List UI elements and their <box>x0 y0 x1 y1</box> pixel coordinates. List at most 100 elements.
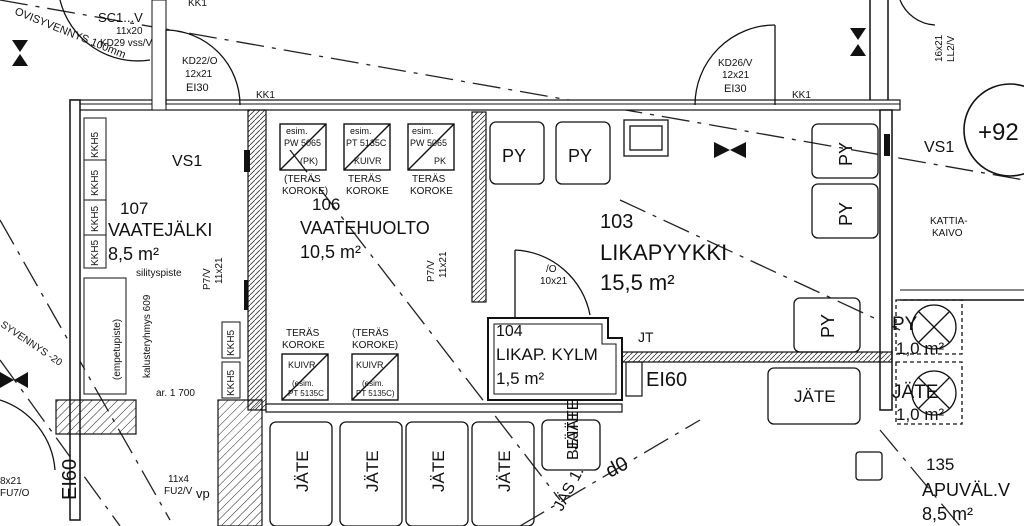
cart-labels: PY PY PY PY PY JÄTE JÄTE JÄTE JÄTE JÄTE … <box>293 142 856 492</box>
room-104-walls <box>487 317 643 401</box>
jate-label-4: JÄTE <box>495 450 514 492</box>
room-107-name: VAATEJÄLKI <box>108 220 212 240</box>
door-kd22-size: 12x21 <box>185 69 213 80</box>
m5-a: (TERÄS <box>352 327 389 339</box>
room-133-area: 1,0 m² <box>896 339 945 358</box>
door-top-right-size: 16x21 <box>934 34 945 62</box>
door-o10-size: 10x21 <box>540 276 568 287</box>
m2-d: TERÄS <box>348 173 382 185</box>
door-kd29-class: KD29 vss/V <box>100 38 153 49</box>
door-kd22-type: KD22/O <box>182 56 218 67</box>
m4-e: PT 5135C <box>288 389 324 398</box>
storage-cabinets <box>83 117 241 399</box>
door-p7b-size: 11x21 <box>438 251 449 278</box>
doors <box>0 0 936 471</box>
py-label-5: PY <box>818 314 838 338</box>
py-label-2: PY <box>568 146 592 166</box>
m2-a: esim. <box>350 126 372 136</box>
room-107-number: 107 <box>120 199 148 218</box>
room-135-area: 8,5 m² <box>922 504 973 524</box>
m1-d: (TERÄS <box>284 173 321 185</box>
room-106-area: 10,5 m² <box>300 242 361 262</box>
jate-label-5: JÄTE <box>564 411 582 450</box>
walls <box>55 0 1024 526</box>
vs1-left-label: VS1 <box>172 153 202 170</box>
ei60-left-label: EI60 <box>59 459 81 500</box>
kkh5-label-2: KKH5 <box>90 169 101 196</box>
room-103-area: 15,5 m² <box>600 270 675 295</box>
ei60-label: EI60 <box>646 369 687 391</box>
machine-labels: esim. PW 5065 (PK) (TERÄS KOROKE) esim. … <box>282 126 453 398</box>
door-kd26-type: KD26/V <box>718 58 753 69</box>
door-top-right-type: LL2/V <box>946 36 957 62</box>
room-104-number: 104 <box>496 323 523 340</box>
room-135-name: APUVÄL.V <box>922 480 1010 500</box>
door-kd29-type: SC1...V <box>98 10 143 25</box>
room-106-number: 106 <box>312 195 340 214</box>
m3-a: esim. <box>412 126 434 136</box>
kk1-label-c: KK1 <box>188 0 207 9</box>
m5-e: PT 5135C) <box>356 389 395 398</box>
m3-d: TERÄS <box>412 173 446 185</box>
bejate-label: BEJÄTE <box>564 400 582 460</box>
room-135-number: 135 <box>926 455 954 474</box>
m5-d: (esim. <box>362 379 384 388</box>
m1-e: KOROKE) <box>282 186 328 197</box>
plus92-label: +92 <box>978 119 1019 146</box>
door-tags: KD22/O 12x21 EI30 KD26/V 12x21 EI30 SC1.… <box>0 10 957 501</box>
py-label-4: PY <box>836 202 856 226</box>
jate-label-1: JÄTE <box>293 450 312 492</box>
jate-label-6: JÄTE <box>794 387 836 406</box>
room-133-name: PY <box>892 314 918 335</box>
door-kd22-class: EI30 <box>186 82 209 94</box>
vs1-markers <box>244 134 890 310</box>
jate-label-3: JÄTE <box>429 450 448 492</box>
room-103-name: LIKAPYYKKI <box>600 240 727 265</box>
room-104-area: 1,5 m² <box>496 369 545 388</box>
door-fu2-type: FU2/V <box>164 486 193 497</box>
door-kd29-size: 11x20 <box>116 26 143 37</box>
door-fu2-size: 11x4 <box>168 474 189 485</box>
jate-label-2: JÄTE <box>363 450 382 492</box>
door-kd26-class: EI30 <box>724 83 747 95</box>
room-103-number: 103 <box>600 211 633 233</box>
laundry-machines <box>279 123 455 401</box>
kattia-label: KATTIA- <box>930 216 968 227</box>
py-label-3: PY <box>836 142 856 166</box>
kaivo-label: KAIVO <box>932 228 963 239</box>
kkh5-label-3: KKH5 <box>90 205 101 232</box>
m1-c: (PK) <box>300 156 318 166</box>
kkh5-label-5: KKH5 <box>226 329 237 356</box>
jate-bins <box>269 367 883 526</box>
m1-b: PW 5065 <box>284 138 321 148</box>
m2-c: KUIVR <box>354 156 382 166</box>
kkh5-label-4: KKH5 <box>90 239 101 266</box>
m4-d: (esim. <box>292 379 314 388</box>
room-107-area: 8,5 m² <box>108 244 159 264</box>
vs1-right-label: VS1 <box>924 139 954 156</box>
m4-a: TERÄS <box>286 327 320 339</box>
room-104-name: LIKAP. KYLM <box>496 345 598 364</box>
m3-c: PK <box>434 156 446 166</box>
silityspiste-label: silityspiste <box>136 268 182 279</box>
kkh5-label-1: KKH5 <box>90 131 101 158</box>
m4-b: KOROKE <box>282 340 325 351</box>
empetupiste-label: (empetupiste) <box>112 319 123 380</box>
syvennys20-label: SYVENNYS -20 <box>0 319 64 368</box>
kkh5-label-6: KKH5 <box>226 369 237 396</box>
kalusteryhmys-label: kalusteryhmys 609 <box>142 294 153 378</box>
door-p7b-type: P7/V <box>426 260 437 282</box>
m1-a: esim. <box>286 126 308 136</box>
shafts <box>895 83 1024 425</box>
m5-b: KOROKE) <box>352 340 398 351</box>
door-o10-type: /O <box>546 264 557 275</box>
room-106-name: VAATEHUOLTO <box>300 218 430 238</box>
py-carts <box>489 119 879 353</box>
door-p7a-type: P7/V <box>202 268 213 290</box>
m3-e: KOROKE <box>410 186 453 197</box>
m5-c: KUIVR <box>356 360 384 370</box>
d0-label: d0 <box>602 453 632 483</box>
m2-b: PT 5135C <box>346 138 387 148</box>
